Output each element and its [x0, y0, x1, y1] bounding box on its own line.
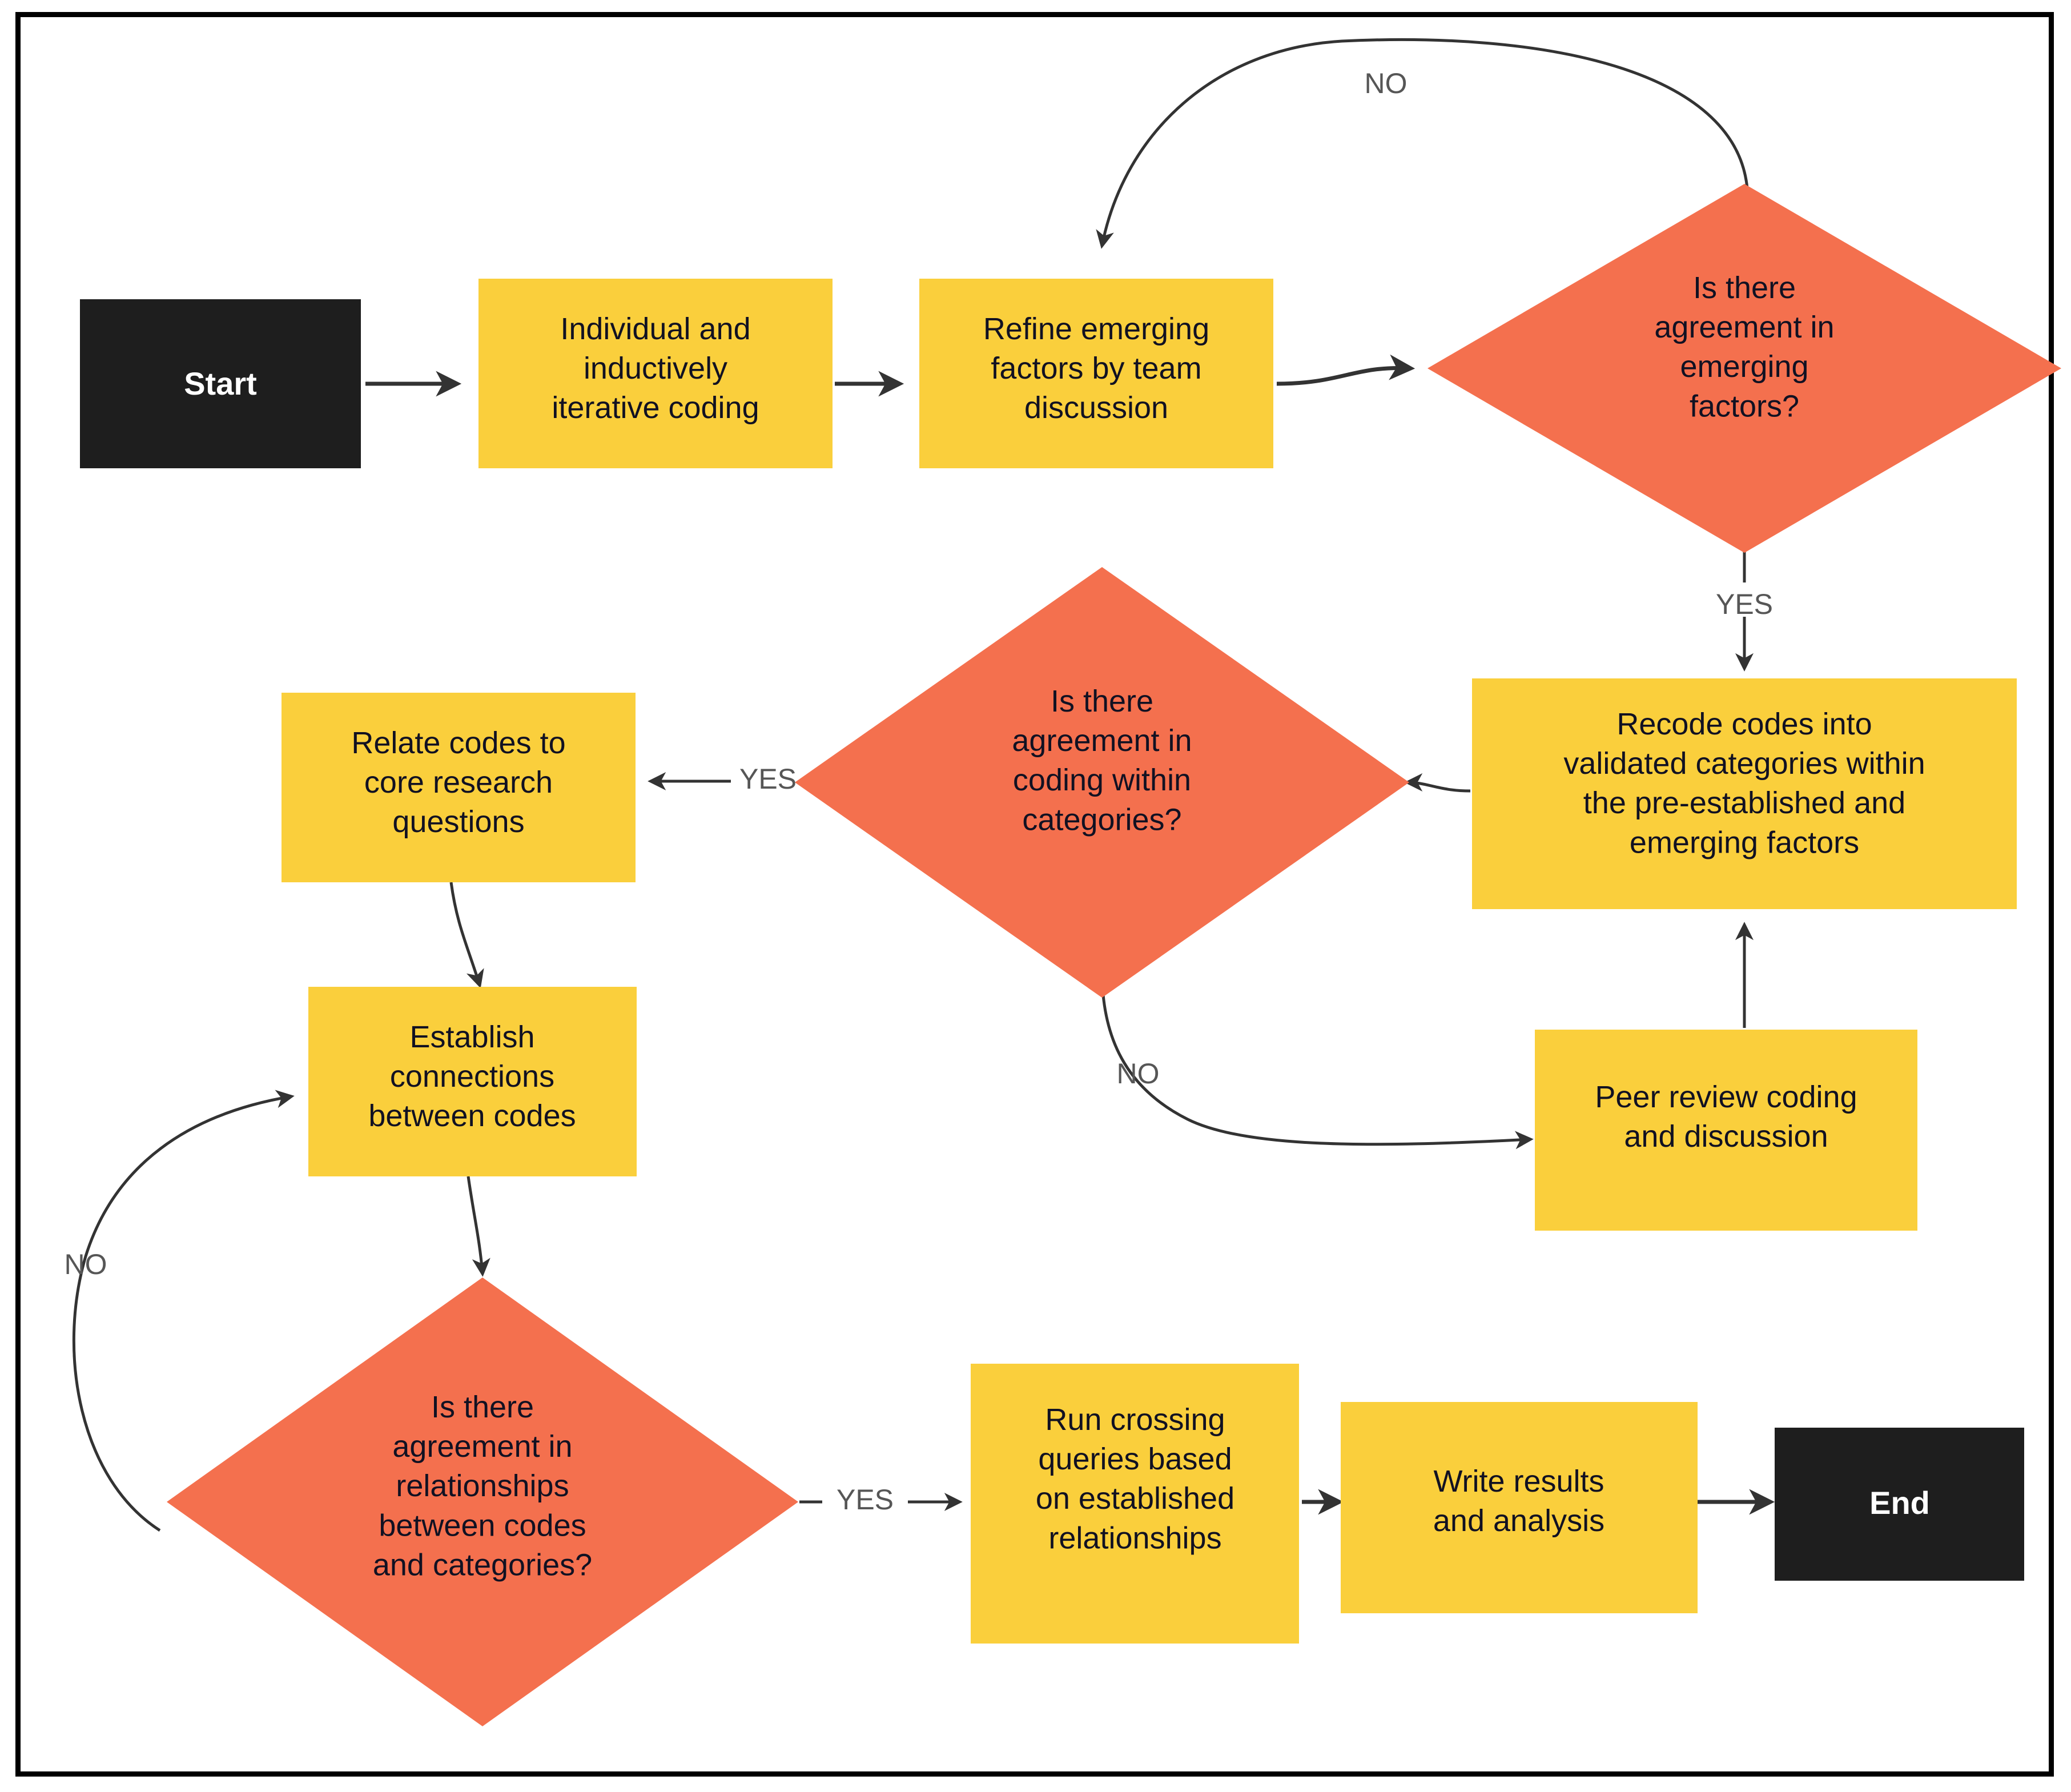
- recode-codes-shape: [1472, 678, 2017, 909]
- run-queries-shape: [971, 1364, 1299, 1644]
- agreement-coding-shape: [795, 567, 1409, 998]
- write-results-shape: [1341, 1402, 1698, 1613]
- edge-label-coding-no: NO: [1117, 1058, 1160, 1090]
- peer-review-shape: [1535, 1030, 1917, 1231]
- individual-coding-shape: [478, 279, 833, 468]
- start-label: Start: [184, 365, 257, 401]
- edge-establish-to-agreement-relationships: [467, 1176, 490, 1277]
- agreement-emerging-shape: [1427, 184, 2061, 553]
- start-shape: [80, 299, 361, 468]
- edge-agreement-coding-no: [1100, 970, 1534, 1150]
- end-shape: [1775, 1428, 2024, 1581]
- edge-label-relationships-no: NO: [65, 1248, 107, 1280]
- relate-codes-shape: [282, 693, 636, 882]
- refine-factors-shape: [919, 279, 1273, 468]
- edge-agreement-relationships-no-loop: [72, 1090, 295, 1532]
- edge-recode-to-agreement-coding: [1404, 773, 1471, 793]
- diagram-frame: [15, 12, 2054, 1777]
- node-start[interactable]: Start: [80, 299, 361, 468]
- agreement-relationships-shape: [167, 1277, 798, 1726]
- establish-connections-shape: [308, 987, 637, 1176]
- edge-label-emerging-no: NO: [1365, 67, 1408, 99]
- edge-agreement-emerging-no-loop: [1096, 38, 1749, 249]
- edge-label-relationships-yes: YES: [837, 1484, 894, 1516]
- edge-refine-to-agreement-emerging: [1276, 354, 1415, 386]
- edge-labels-layer: NO YES YES NO NO YES: [65, 67, 1774, 1516]
- edges-layer: [72, 38, 1775, 1532]
- edge-label-coding-yes: YES: [739, 763, 797, 795]
- edge-relate-to-establish: [449, 882, 484, 989]
- edge-label-emerging-yes: YES: [1716, 588, 1773, 620]
- node-end[interactable]: End: [1775, 1428, 2024, 1581]
- end-label: End: [1869, 1485, 1930, 1521]
